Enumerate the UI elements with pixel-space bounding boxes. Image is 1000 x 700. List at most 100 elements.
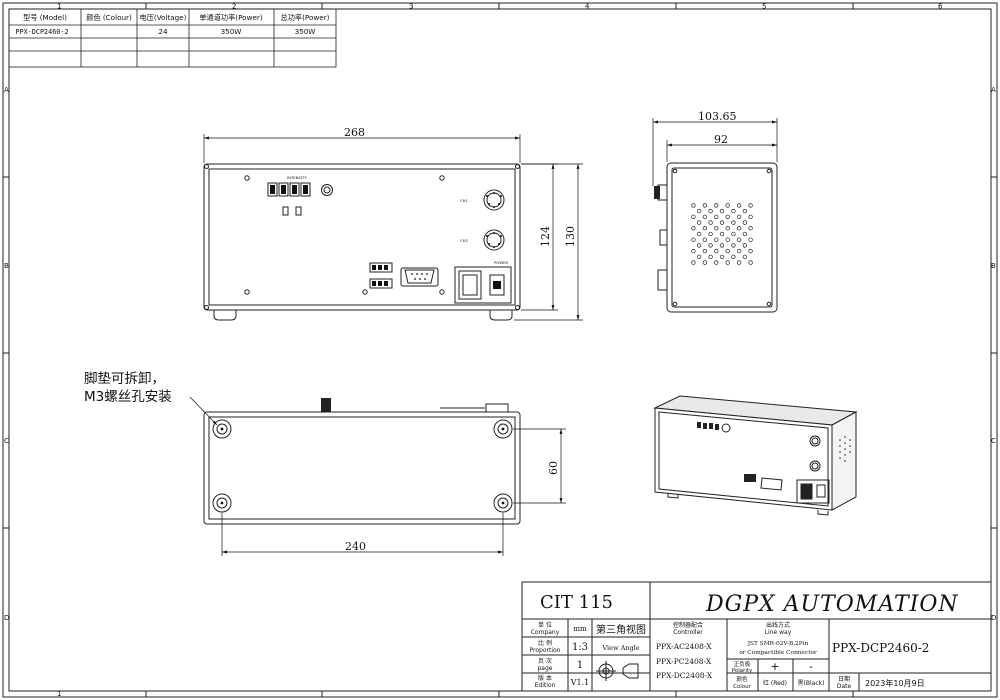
col-label: 6 (938, 3, 943, 11)
controller-item: PPX-AC2408-X (656, 642, 712, 651)
grill-hole (714, 260, 719, 265)
scale-label-en: Proportion (530, 647, 561, 654)
polarity-label-en: Polarity (732, 668, 753, 674)
front-dim-height-outer: 130 (564, 226, 577, 247)
grill-hole (696, 231, 702, 237)
grill-hole (742, 208, 748, 214)
isometric-view (653, 395, 858, 516)
grill-hole (696, 208, 702, 214)
front-dim-width: 268 (344, 126, 365, 139)
grill-hole (708, 220, 713, 225)
spec-header-channel-power: 单通道功率(Power) (199, 13, 262, 22)
grill-hole (736, 237, 742, 242)
grill-hole (731, 231, 736, 237)
third-angle-label: 第三角视图 (596, 623, 646, 636)
grill-hole (731, 208, 736, 214)
row-label: A (4, 86, 9, 94)
grill-hole (725, 260, 730, 265)
row-label: A (991, 86, 996, 94)
bottom-view: 脚垫可拆卸， M3螺丝孔安装 240 60 (84, 371, 566, 556)
grill-hole (742, 254, 748, 260)
grill-hole (731, 243, 736, 248)
grill-hole (708, 243, 713, 248)
unit-label: 单 位 (538, 621, 552, 629)
bottom-dim-height: 60 (547, 461, 560, 475)
company-name: DGPX AUTOMATION (705, 592, 959, 617)
grill-hole (748, 237, 753, 242)
bottom-dim-width: 240 (345, 540, 366, 553)
frame-labels: 1 2 3 4 5 6 1 A B C D A B C D (4, 3, 996, 699)
grill-hole (748, 248, 753, 254)
front-view: INTENSITY CH1 CH2 POWER 268 124 130 (203, 126, 583, 321)
grill-hole (742, 220, 748, 225)
speaker-grill (691, 203, 753, 265)
spec-cell-voltage: 24 (158, 27, 168, 36)
front-label-intensity: INTENSITY (287, 175, 307, 180)
grill-hole (691, 260, 696, 265)
grill-hole (719, 254, 725, 260)
grill-hole (714, 248, 719, 254)
edition-label: 版 本 (538, 674, 552, 682)
grill-hole (748, 203, 753, 208)
grill-hole (702, 260, 708, 265)
side-dim-outer: 103.65 (698, 110, 737, 123)
minus-sign: - (809, 660, 813, 673)
scale-value: 1:3 (572, 642, 588, 653)
grill-hole (731, 254, 736, 260)
polarity-label: 正负极 (734, 660, 751, 668)
grill-hole (736, 260, 742, 265)
grill-hole (725, 237, 730, 242)
spec-cell-total-power: 350W (295, 27, 316, 36)
grill-hole (714, 226, 719, 231)
grill-hole (736, 203, 742, 208)
connector-line2: or Compactible Connector (739, 650, 817, 656)
controller-item: PPX-DC2408-X (656, 671, 713, 680)
col-label: 4 (585, 3, 590, 11)
grill-hole (702, 248, 708, 254)
grill-hole (736, 248, 742, 254)
grill-hole (719, 231, 725, 237)
grill-hole (719, 208, 725, 214)
spec-cell-model: PPX-DCP2460-2 (15, 28, 68, 36)
grill-hole (696, 220, 702, 225)
grill-hole (691, 237, 696, 242)
row-label: C (4, 437, 9, 445)
note-leader (189, 396, 218, 426)
grill-hole (736, 226, 742, 231)
front-label-ch1: CH1 (460, 198, 469, 203)
isometric-details (697, 422, 851, 482)
grill-hole (691, 214, 696, 220)
plus-sign: + (770, 660, 779, 673)
page-value: 1 (577, 660, 583, 671)
page-label-en: page (538, 665, 553, 672)
date-label-en: Date (837, 683, 852, 690)
grill-hole (702, 226, 708, 231)
front-label-ch2: CH2 (460, 238, 469, 243)
grill-hole (719, 243, 725, 248)
grill-hole (702, 203, 708, 208)
unit-value: mm (573, 625, 587, 633)
grill-hole (742, 231, 748, 237)
grill-hole (708, 208, 713, 214)
controller-item: PPX-PC2408-X (656, 657, 712, 666)
grill-hole (691, 226, 696, 231)
front-label-power: POWER (494, 260, 508, 265)
grill-hole (725, 226, 730, 231)
col-label: 5 (762, 3, 766, 11)
grill-hole (696, 254, 702, 260)
drawing-number: CIT 115 (540, 592, 613, 613)
grill-hole (725, 248, 730, 254)
grill-hole (748, 214, 753, 220)
grill-hole (742, 243, 748, 248)
grill-hole (731, 220, 736, 225)
col-label: 3 (409, 3, 413, 11)
bottom-note-line1: 脚垫可拆卸， (84, 371, 165, 387)
col-label: 1 (57, 690, 61, 698)
unit-label-en: Company (531, 629, 560, 636)
front-dim-height-inner: 124 (539, 226, 552, 247)
col-label: 2 (232, 3, 236, 11)
grill-hole (719, 220, 725, 225)
edition-value: V1.1 (570, 678, 590, 687)
grill-hole (702, 214, 708, 220)
